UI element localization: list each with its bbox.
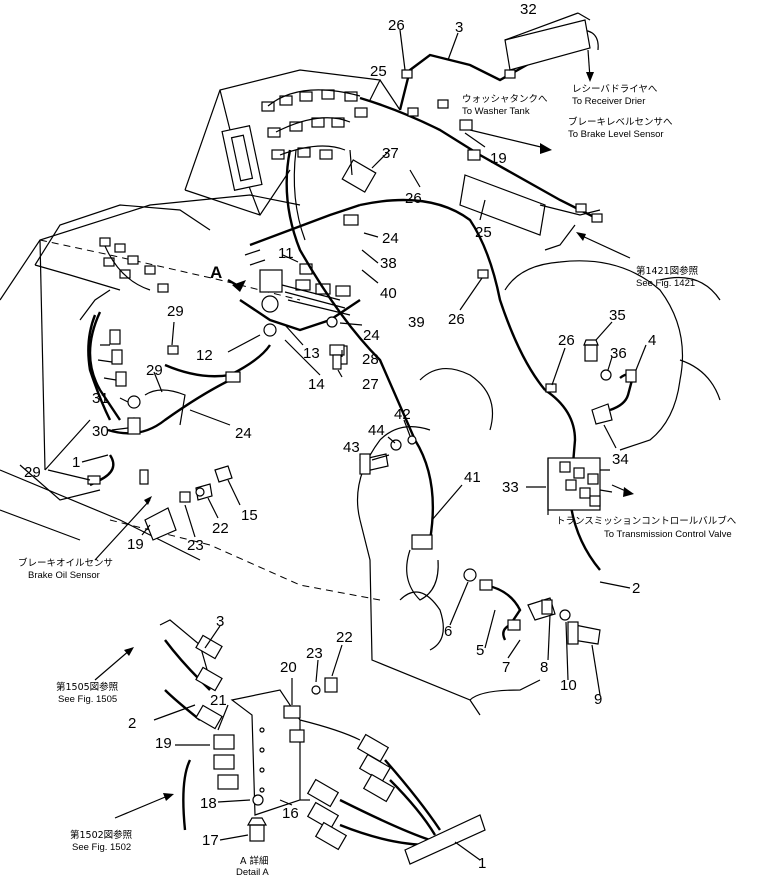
part-label-27: 27 — [362, 376, 379, 393]
fig1505-en: See Fig. 1505 — [58, 694, 117, 705]
part-label-2: 2 — [128, 715, 136, 732]
part-label-29: 29 — [146, 362, 163, 379]
part-label-42: 42 — [394, 406, 411, 423]
part-label-15: 15 — [241, 507, 258, 524]
diagram-linework — [0, 19, 721, 865]
callout-labels: レシーバドライヤへ To Receiver Drier ウォッシャタンクへ To… — [18, 84, 737, 877]
part-label-1: 1 — [478, 855, 486, 872]
part-label-3: 3 — [455, 19, 463, 36]
part-label-6: 6 — [444, 623, 452, 640]
part-label-40: 40 — [380, 285, 397, 302]
left-box-connectors — [99, 237, 169, 293]
part-label-2: 2 — [632, 580, 640, 597]
part-label-24: 24 — [382, 230, 399, 247]
part-label-7: 7 — [502, 659, 510, 676]
part-label-34: 34 — [612, 451, 629, 468]
part-label-5: 5 — [476, 642, 484, 659]
part-label-18: 18 — [200, 795, 217, 812]
washer-tank-en: To Washer Tank — [462, 106, 530, 117]
part-label-22: 22 — [212, 520, 229, 537]
part-label-24: 24 — [235, 425, 252, 442]
part-label-1: 1 — [72, 454, 80, 471]
part-label-4: 4 — [648, 332, 656, 349]
fig1502-jp: 第1502図参照 — [70, 829, 133, 841]
part-label-16: 16 — [282, 805, 299, 822]
brake-level-en: To Brake Level Sensor — [568, 129, 664, 140]
part-label-26: 26 — [558, 332, 575, 349]
part-label-19: 19 — [490, 150, 507, 167]
part-label-17: 17 — [202, 832, 219, 849]
part-label-19: 19 — [127, 536, 144, 553]
leader-arrows — [47, 12, 647, 861]
part-label-39: 39 — [408, 314, 425, 331]
detail-a-en: Detail A — [236, 867, 269, 877]
part-label-23: 23 — [187, 537, 204, 554]
washer-tank-jp: ウォッシャタンクへ — [462, 94, 548, 105]
part-label-14: 14 — [308, 376, 325, 393]
brake-oil-jp: ブレーキオイルセンサ — [18, 557, 113, 569]
part-label-8: 8 — [540, 659, 548, 676]
part-label-38: 38 — [380, 255, 397, 272]
part-label-30: 30 — [92, 423, 109, 440]
part-label-24: 24 — [363, 327, 380, 344]
part-label-25: 25 — [370, 63, 387, 80]
part-label-23: 23 — [306, 645, 323, 662]
part-label-12: 12 — [196, 347, 213, 364]
part-label-10: 10 — [560, 677, 577, 694]
part-label-26: 26 — [405, 190, 422, 207]
part-label-28: 28 — [362, 351, 379, 368]
part-label-32: 32 — [520, 1, 537, 18]
part-label-21: 21 — [210, 692, 227, 709]
fig1502-en: See Fig. 1502 — [72, 842, 131, 853]
part-label-35: 35 — [609, 307, 626, 324]
part-label-3: 3 — [216, 613, 224, 630]
fig1421-en: See Fig. 1421 — [636, 278, 695, 289]
part-label-37: 37 — [382, 145, 399, 162]
part-label-13: 13 — [303, 345, 320, 362]
part-label-43: 43 — [343, 439, 360, 456]
brake-oil-en: Brake Oil Sensor — [28, 570, 100, 581]
part-label-29: 29 — [24, 464, 41, 481]
part-label-26: 26 — [448, 311, 465, 328]
part-label-26: 26 — [388, 17, 405, 34]
part-label-41: 41 — [464, 469, 481, 486]
part-label-25: 25 — [475, 224, 492, 241]
receiver-drier-jp: レシーバドライヤへ — [572, 84, 658, 95]
detail-a-jp: A 詳細 — [240, 855, 269, 867]
part-label-22: 22 — [336, 629, 353, 646]
receiver-drier-en: To Receiver Drier — [572, 96, 645, 107]
part-label-19: 19 — [155, 735, 172, 752]
top-connectors — [261, 89, 368, 160]
part-label-20: 20 — [280, 659, 297, 676]
part-label-29: 29 — [167, 303, 184, 320]
transmission-jp: トランスミッションコントロールバルブへ — [556, 515, 737, 527]
fig1505-jp: 第1505図参照 — [56, 681, 119, 693]
view-marker-a: A — [210, 263, 222, 282]
transmission-en: To Transmission Control Valve — [604, 529, 732, 540]
fig1421-jp: 第1421図参照 — [636, 265, 699, 277]
part-label-36: 36 — [610, 345, 627, 362]
part-label-44: 44 — [368, 422, 385, 439]
part-label-33: 33 — [502, 479, 519, 496]
part-number-labels: 32 3 26 25 19 37 26 25 24 38 40 39 26 11… — [24, 1, 656, 872]
part-label-9: 9 — [594, 691, 602, 708]
part-label-31: 31 — [92, 390, 109, 407]
brake-level-jp: ブレーキレベルセンサへ — [568, 116, 673, 128]
part-label-11: 11 — [278, 245, 294, 262]
